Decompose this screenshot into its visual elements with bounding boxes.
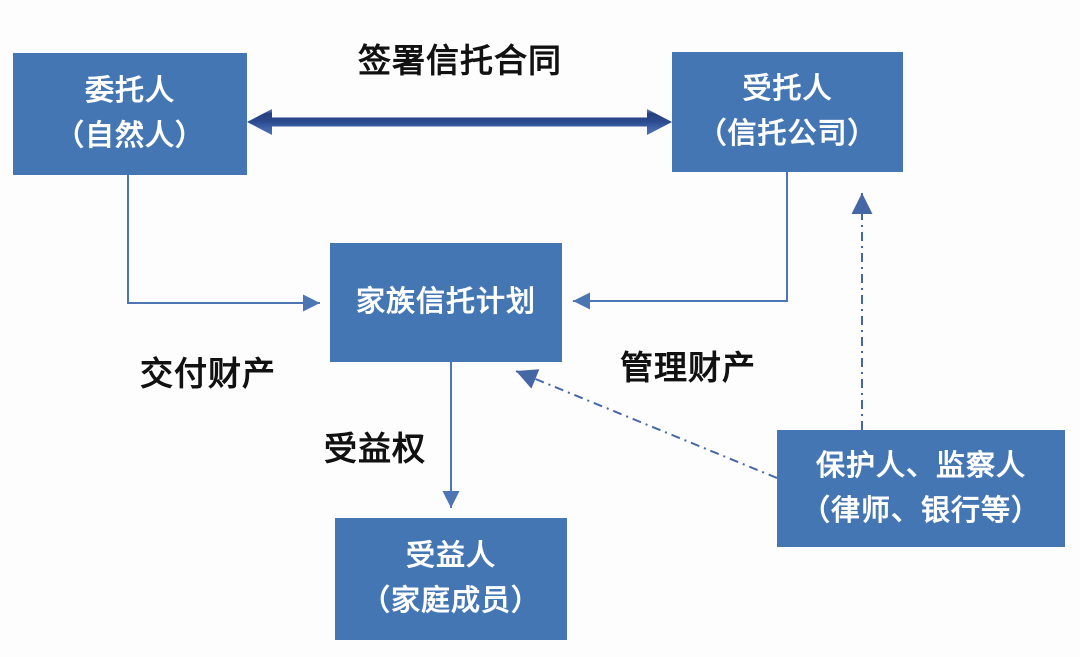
manage-property-connector	[573, 172, 788, 310]
node-beneficiary-line1: 受益人	[405, 540, 496, 573]
node-beneficiary-line2: （家庭成员）	[360, 585, 541, 617]
node-trust-plan: 家族信托计划	[330, 243, 562, 362]
label-manage-property: 管理财产	[620, 349, 756, 386]
node-settlor-line1: 委托人	[84, 75, 175, 108]
node-protector-line1: 保护人、监察人	[815, 449, 1026, 482]
deliver-property-connector	[127, 175, 320, 312]
node-trustee: 受托人 （信托公司）	[672, 52, 903, 172]
node-protector: 保护人、监察人 （律师、银行等）	[777, 430, 1065, 547]
node-beneficiary: 受益人 （家庭成员）	[335, 518, 567, 640]
node-trustee-line1: 受托人	[742, 73, 833, 106]
protector-to-trustplan-connector	[515, 369, 778, 479]
sign-contract-double-arrow	[247, 109, 672, 135]
node-trustee-line2: （信托公司）	[697, 118, 878, 150]
label-sign-contract: 签署信托合同	[358, 42, 562, 79]
node-trust-plan-line1: 家族信托计划	[355, 286, 536, 319]
node-protector-line2: （律师、银行等）	[800, 494, 1041, 527]
label-benefit-right: 受益权	[324, 430, 426, 467]
node-settlor-line2: （自然人）	[54, 120, 205, 152]
node-settlor: 委托人 （自然人）	[13, 53, 247, 175]
label-deliver-property: 交付财产	[140, 355, 276, 392]
